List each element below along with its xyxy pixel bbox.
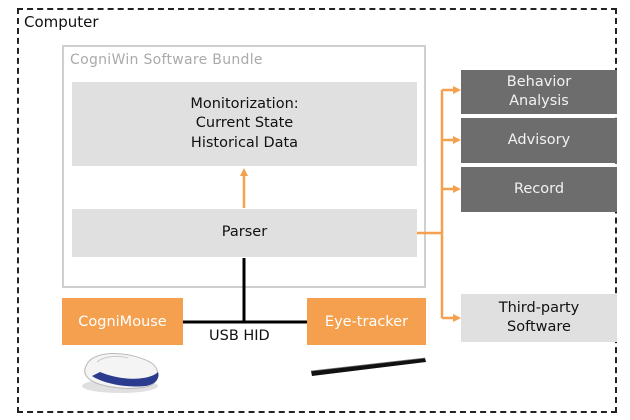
behavior-analysis-line2: Analysis [509,93,569,109]
usb-hid-connector [183,258,307,324]
monitorization-historical-data: Historical Data [190,134,299,151]
monitorization-current-state: Current State [195,115,294,132]
monitorization-heading: Monitorization: [190,95,299,112]
advisory-label: Advisory [507,132,571,149]
eye-tracker-icon [310,357,426,376]
record-label: Record [513,181,565,198]
eye-tracker-label: Eye-tracker [324,313,409,330]
software-bundle-title: CogniWin Software Bundle [70,52,263,68]
cognimouse-label: CogniMouse [78,313,167,330]
parser-box: Parser [72,209,417,257]
behavior-analysis-line1: Behavior [506,74,572,91]
usb-hid-label: USB HID [209,328,270,344]
cognimouse-box: CogniMouse [62,298,183,345]
computer-label: Computer [24,13,99,31]
behavior-analysis-box: Behavior Analysis [461,70,617,114]
third-party-software-box: Third-party Software [461,294,617,342]
mouse-icon [82,352,159,393]
advisory-box: Advisory [461,118,617,163]
record-box: Record [461,167,617,212]
third-party-line1: Third-party [498,300,580,317]
monitorization-box: Monitorization: Current State Historical… [72,82,417,166]
eye-tracker-box: Eye-tracker [307,298,426,345]
parser-label: Parser [221,224,268,241]
parser-output-connectors [417,90,444,318]
third-party-line2: Software [507,319,571,335]
